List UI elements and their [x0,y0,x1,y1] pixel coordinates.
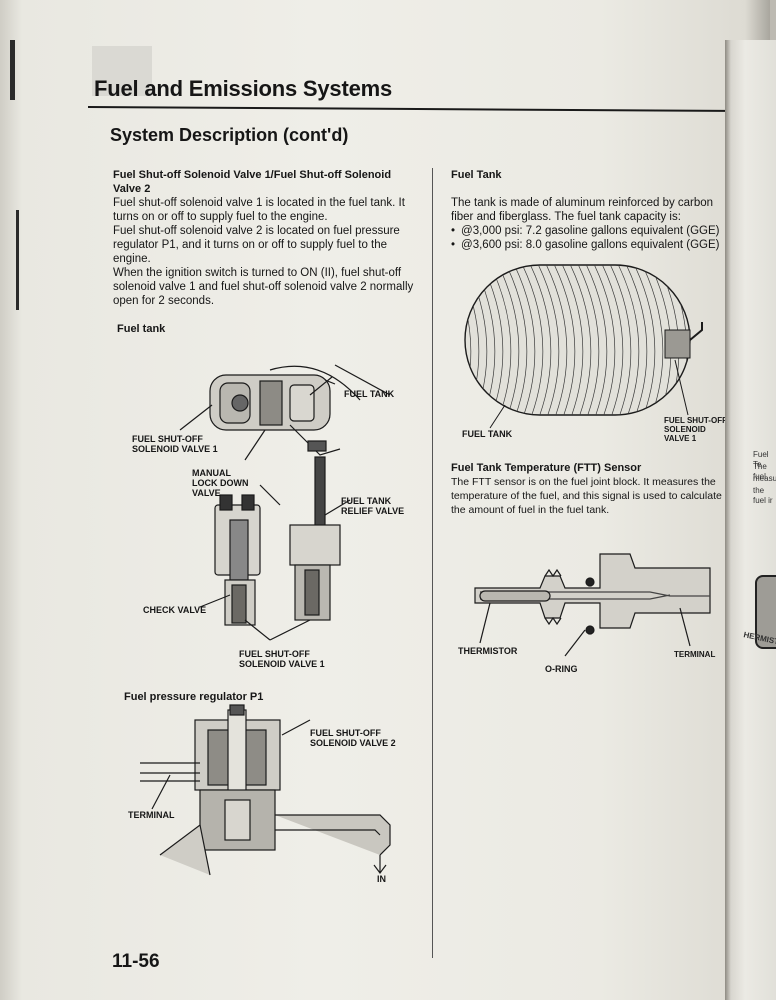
tank-wrap-line [551,265,576,415]
label-fuel-tank: FUEL TANK [344,389,395,399]
tank-wrap-line [599,265,624,415]
tank-wrap-line [591,265,616,415]
tank-wrap-line [535,265,560,415]
binding-mark [10,40,15,100]
tank-wrap-line [440,260,463,420]
edge-text-line: measure [753,474,776,483]
tank-wrap-line [511,265,536,415]
tank-wrap-line [519,265,544,415]
fig2-caption: Fuel pressure regulator P1 [124,691,264,703]
subsection-title: System Description (cont'd) [110,125,349,145]
tank-wrap-line [696,260,719,420]
ftt-sensor-figure [474,553,711,657]
tank-wrap-line [607,265,632,415]
fuel-tank-cylinder-figure [464,264,703,429]
tank-wrap-line [567,265,592,415]
header-rule [87,106,743,113]
tank-wrap-line [503,265,528,415]
edge-text-line: The fuel [753,462,767,481]
label-check-valve: CHECK VALVE [143,605,207,615]
adjacent-page-edge: Fuel Te The fuel measure the fuel ir HER… [725,40,776,1000]
capacity-list: @3,000 psi: 7.2 gasoline gallons equival… [451,224,723,252]
tank-wrap-line [575,265,600,415]
fuel-tank-heading: Fuel Tank [451,169,502,181]
tank-wrap-line [583,265,608,415]
ftt-para: The FTT sensor is on the fuel joint bloc… [451,476,722,516]
label-tank-valve-1: FUEL SHUT-OFF SOLENOID VALVE 1 [664,416,727,443]
tank-wrap-line [432,260,455,420]
label-ftt-terminal: TERMINAL [674,650,716,659]
ftt-section: Fuel Tank Temperature (FTT) Sensor The F… [451,461,723,517]
label-in: IN [377,874,386,884]
page-number: 11-56 [112,951,160,972]
label-thermistor: THERMISTOR [458,646,518,656]
tank-wrap-line [487,265,512,415]
valve-heading: Fuel Shut-off Solenoid Valve 1/Fuel Shut… [113,169,392,195]
label-manual-lock-down-valve: MANUAL LOCK DOWN VALVE [192,468,249,498]
pressure-regulator-figure [140,704,391,876]
section-title: Fuel and Emissions Systems [94,76,393,101]
edge-text-line: the fuel ir [753,486,773,505]
edge-text-line: Fuel Te [753,450,769,469]
binding-mark [16,210,19,310]
fig1-caption: Fuel tank [117,323,166,335]
edge-sensor-drawing [755,575,776,649]
label-terminal: TERMINAL [128,810,175,820]
label-oring: O-RING [545,664,578,674]
tank-wrap-line [495,265,520,415]
valve-para-2: Fuel shut-off solenoid valve 2 is locate… [113,225,400,265]
capacity-item: @3,000 psi: 7.2 gasoline gallons equival… [451,224,723,238]
label-valve-2: FUEL SHUT-OFF SOLENOID VALVE 2 [310,728,396,748]
label-tank: FUEL TANK [462,429,513,439]
tank-wrap-line [639,265,664,415]
label-relief-valve: FUEL TANK RELIEF VALVE [341,496,405,516]
valve-para-1: Fuel shut-off solenoid valve 1 is locate… [113,197,405,223]
tank-wrap-line [559,265,584,415]
fuel-tank-para: The tank is made of aluminum reinforced … [451,197,714,223]
tank-wrap-line [543,265,568,415]
valve-para-3: When the ignition switch is turned to ON… [113,267,414,307]
tank-wrap-line [465,265,472,415]
tank-wrap-line [623,265,648,415]
column-divider [432,168,433,958]
tank-wrap-line [424,260,447,420]
label-valve-1: FUEL SHUT-OFF SOLENOID VALVE 1 [132,434,218,454]
right-column-text: Fuel Tank The tank is made of aluminum r… [451,168,723,252]
left-column-text: Fuel Shut-off Solenoid Valve 1/Fuel Shut… [113,168,418,308]
tank-wrap-line [704,260,727,420]
ftt-heading: Fuel Tank Temperature (FTT) Sensor [451,462,642,474]
tank-wrap-line [615,265,640,415]
tank-wrap-line [631,265,656,415]
capacity-item: @3,600 psi: 8.0 gasoline gallons equival… [451,238,723,252]
label-valve-1-b: FUEL SHUT-OFF SOLENOID VALVE 1 [239,649,325,669]
fuel-tank-valve-figure [179,364,391,641]
section-tab [92,46,152,96]
tank-wrap-line [527,265,552,415]
